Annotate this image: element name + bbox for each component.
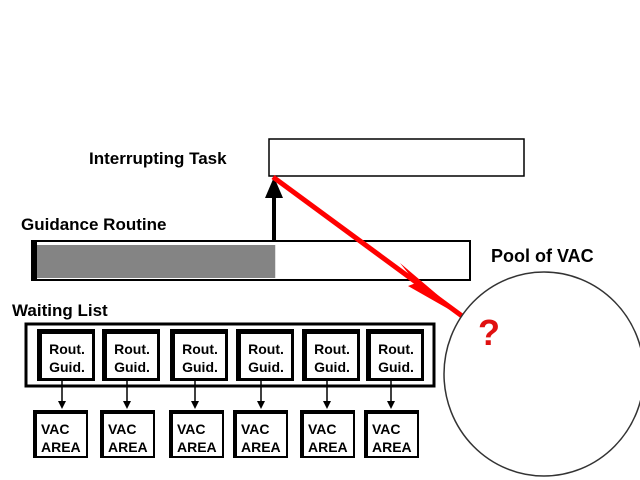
interrupting-task-box	[268, 138, 525, 177]
routine-line2: Guid.	[114, 359, 150, 375]
guidance-routine-label: Guidance Routine	[21, 215, 166, 234]
vac-line1: VAC	[241, 421, 270, 437]
routine-box	[42, 334, 92, 378]
vac-line2: AREA	[108, 439, 148, 455]
routine-line2: Guid.	[182, 359, 218, 375]
vac-line1: VAC	[308, 421, 337, 437]
vac-box	[237, 414, 286, 456]
vac-line2: AREA	[41, 439, 81, 455]
vac-line2: AREA	[241, 439, 281, 455]
waiting-item: Rout. Guid. VAC AREA	[100, 329, 160, 458]
vac-box	[304, 414, 353, 456]
routine-line1: Rout.	[49, 341, 85, 357]
down-arrow-head	[257, 401, 265, 409]
vac-line2: AREA	[177, 439, 217, 455]
routine-line1: Rout.	[114, 341, 150, 357]
routine-line2: Guid.	[248, 359, 284, 375]
vac-box	[104, 414, 153, 456]
guidance-progress-fill	[36, 245, 276, 278]
vac-line2: AREA	[308, 439, 348, 455]
down-arrow-head	[58, 401, 66, 409]
routine-line1: Rout.	[182, 341, 218, 357]
waiting-item: Rout. Guid. VAC AREA	[300, 329, 360, 458]
routine-box	[175, 334, 225, 378]
vac-box	[173, 414, 222, 456]
routine-line2: Guid.	[49, 359, 85, 375]
waiting-item: Rout. Guid. VAC AREA	[169, 329, 228, 458]
down-arrow-head	[191, 401, 199, 409]
routine-box	[307, 334, 357, 378]
question-mark: ?	[478, 312, 500, 353]
waiting-item: Rout. Guid. VAC AREA	[233, 329, 294, 458]
vac-line1: VAC	[41, 421, 70, 437]
vac-box	[368, 414, 417, 456]
down-arrow-head	[123, 401, 131, 409]
waiting-item: Rout. Guid. VAC AREA	[364, 329, 424, 458]
waiting-list-label: Waiting List	[12, 301, 108, 320]
waiting-item: Rout. Guid. VAC AREA	[33, 329, 95, 458]
routine-box	[241, 334, 291, 378]
vac-line2: AREA	[372, 439, 412, 455]
routine-line2: Guid.	[378, 359, 414, 375]
preempt-arrow	[265, 177, 283, 241]
pool-of-vac-label: Pool of VAC	[491, 246, 594, 266]
routine-box	[107, 334, 157, 378]
vac-box	[37, 414, 86, 456]
red-arrow	[271, 174, 466, 319]
routine-line1: Rout.	[314, 341, 350, 357]
vac-line1: VAC	[108, 421, 137, 437]
interrupting-task-label: Interrupting Task	[89, 149, 227, 168]
vac-line1: VAC	[177, 421, 206, 437]
down-arrow-head	[323, 401, 331, 409]
routine-line1: Rout.	[248, 341, 284, 357]
routine-line2: Guid.	[314, 359, 350, 375]
routine-box	[371, 334, 421, 378]
vac-line1: VAC	[372, 421, 401, 437]
pool-of-vac-circle	[443, 271, 640, 477]
down-arrow-head	[387, 401, 395, 409]
routine-line1: Rout.	[378, 341, 414, 357]
